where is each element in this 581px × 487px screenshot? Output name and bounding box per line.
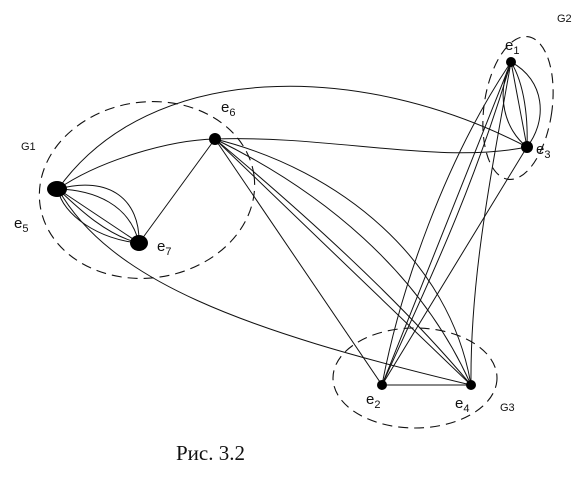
edges-e1-e3 — [502, 61, 541, 148]
node-e3 — [521, 141, 533, 153]
label-e3: e3 — [536, 141, 550, 161]
cluster-g1 — [38, 101, 256, 279]
edge-e5-e6 — [57, 138, 216, 190]
label-e7: e7 — [157, 238, 171, 258]
edge-e1-e4 — [470, 61, 512, 386]
label-e6: e6 — [221, 99, 235, 119]
node-e6 — [209, 133, 221, 145]
label-e1: e1 — [505, 37, 519, 57]
group-label-g1: G1 — [21, 141, 36, 153]
node-e4 — [466, 380, 476, 390]
edges-e1-e2 — [381, 61, 512, 386]
label-e2: e2 — [366, 391, 380, 411]
node-e2 — [377, 380, 387, 390]
edge-e5-e4 — [57, 188, 472, 386]
label-e4: e4 — [455, 395, 469, 415]
node-e7 — [130, 235, 148, 251]
edge-e5-e3 — [57, 85, 528, 190]
edge-e6-e3 — [214, 138, 528, 154]
edge-e7-e6 — [138, 138, 216, 244]
edges-e5-e7 — [57, 184, 140, 244]
node-e1 — [506, 57, 516, 67]
cluster-g2 — [482, 35, 554, 181]
cluster-g3 — [332, 327, 498, 429]
edges-e6-e2-e4 — [214, 138, 472, 386]
label-e5: e5 — [14, 215, 28, 235]
edge-e3-e2 — [381, 146, 528, 386]
figure-caption: Рис. 3.2 — [176, 441, 245, 465]
node-e5 — [47, 181, 67, 197]
group-label-g3: G3 — [500, 402, 515, 414]
group-label-g2: G2 — [557, 13, 572, 25]
